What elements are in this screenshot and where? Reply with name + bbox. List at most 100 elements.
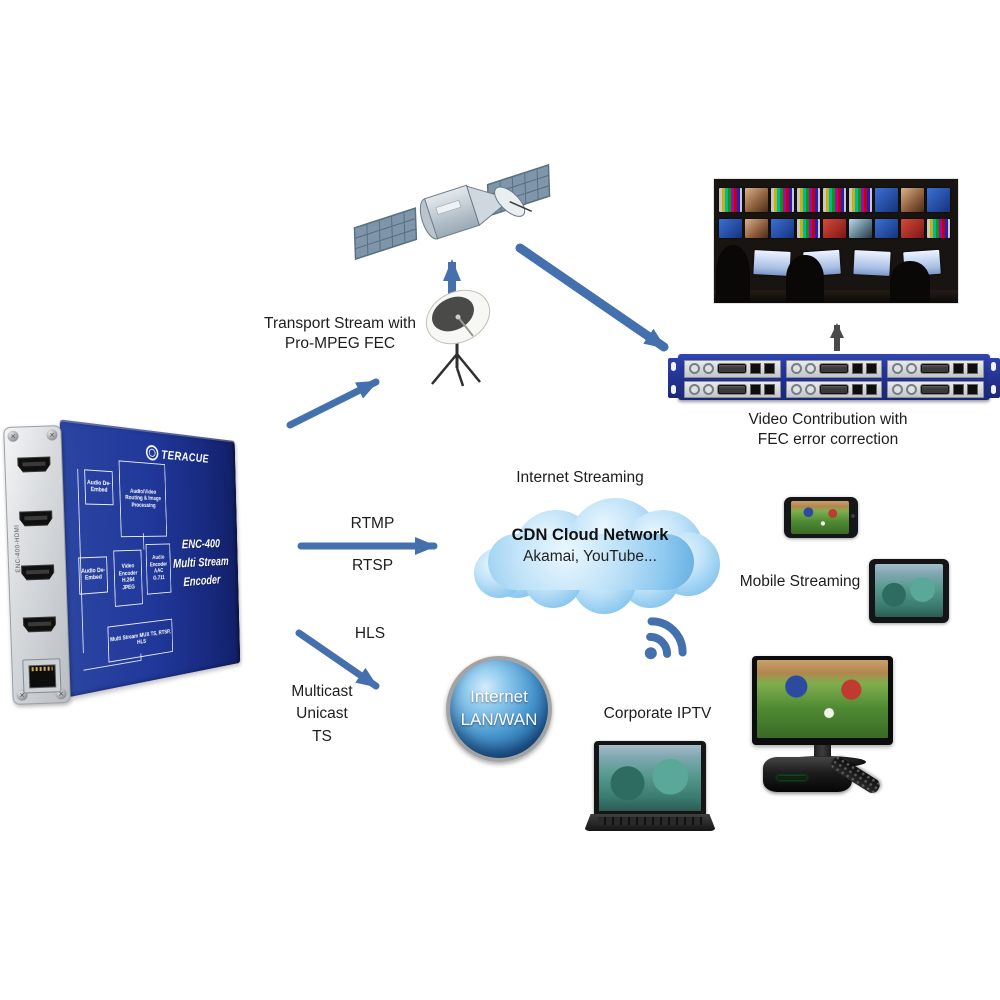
rtsp-label: RTSP — [330, 556, 415, 576]
rj45-port-icon — [866, 363, 877, 374]
rack-card — [786, 381, 883, 399]
dsub-connector-icon — [920, 384, 950, 395]
person-silhouette — [716, 245, 750, 303]
laptop-keyboard — [598, 817, 702, 825]
block-mux: Multi Stream MUX TS, RTSP, HLS — [107, 619, 173, 663]
wall-monitor — [875, 188, 898, 212]
panel-model-label: ENC-400-HDMI — [15, 525, 23, 573]
dsub-connector-icon — [717, 363, 747, 374]
globe-line2: LAN/WAN — [461, 709, 538, 732]
bnc-connector-icon — [703, 384, 714, 395]
control-room-photo — [713, 178, 959, 304]
wall-monitor — [719, 188, 742, 212]
bnc-connector-icon — [805, 384, 816, 395]
encoder-top-face: TERACUE Audio De-Embed Audio/Video Routi… — [60, 419, 241, 697]
multicast-line: Multicast — [291, 683, 352, 700]
encoder-model-text: ENC-400 Multi Stream Encoder — [167, 536, 234, 594]
laptop — [584, 741, 716, 835]
smartphone-home-button — [851, 514, 855, 518]
rj45-port-icon — [750, 384, 761, 395]
rack-hole — [671, 362, 676, 371]
rack-card — [887, 381, 984, 399]
ts-line: TS — [312, 728, 332, 745]
wall-monitor — [745, 188, 768, 212]
bnc-connector-icon — [906, 363, 917, 374]
bnc-connector-icon — [892, 363, 903, 374]
rack-card — [786, 360, 883, 378]
rack-hole — [991, 362, 996, 371]
corporate-iptv-label: Corporate IPTV — [595, 704, 720, 724]
wall-monitor — [823, 219, 846, 238]
rack-hole — [671, 385, 676, 394]
wall-monitor — [901, 219, 924, 238]
teracue-logo-text: TERACUE — [161, 447, 209, 465]
cdn-cloud-title: CDN Cloud Network — [468, 526, 712, 545]
wall-monitor — [745, 219, 768, 238]
wall-monitor — [875, 219, 898, 238]
bnc-connector-icon — [906, 384, 917, 395]
wall-monitor — [901, 188, 924, 212]
internet-lan-wan-globe: Internet LAN/WAN — [446, 656, 552, 762]
contribution-line1: Video Contribution with — [748, 411, 907, 428]
ethernet-port — [22, 658, 61, 693]
internet-streaming-heading: Internet Streaming — [490, 468, 670, 488]
rj45-port-icon — [852, 363, 863, 374]
hdmi-port-2 — [19, 510, 53, 526]
wall-monitor — [849, 219, 872, 238]
rj45-port-icon — [967, 363, 978, 374]
bnc-connector-icon — [791, 363, 802, 374]
block-audio-deembed-bottom: Audio De-Embed — [78, 556, 108, 594]
ethernet-jack — [28, 664, 56, 688]
encoder-front-panel: ✕ ✕ ✕ ✕ ENC-400-HDMI — [3, 425, 71, 705]
wall-monitor — [927, 188, 950, 212]
hls-label: HLS — [340, 624, 400, 644]
enc-400-encoder-device: TERACUE Audio De-Embed Audio/Video Routi… — [8, 416, 268, 716]
block-video-encoder: Video Encoder H.264 JPEG — [113, 550, 143, 607]
cdn-cloud-subtitle: Akamai, YouTube... — [468, 548, 712, 566]
globe-line1: Internet — [470, 686, 528, 709]
dsub-connector-icon — [920, 363, 950, 374]
tv-bezel — [752, 656, 893, 745]
laptop-bezel — [594, 741, 706, 815]
hdmi-port-3 — [21, 564, 55, 580]
rj45-port-icon — [953, 384, 964, 395]
block-audio-deembed-top: Audio De-Embed — [84, 469, 113, 505]
wall-monitor — [797, 188, 820, 212]
rack-card — [887, 360, 984, 378]
rack-cards — [684, 360, 984, 398]
dsub-connector-icon — [819, 384, 849, 395]
rack-card — [684, 360, 781, 378]
wall-monitor — [771, 188, 794, 212]
rack-card — [684, 381, 781, 399]
dsub-connector-icon — [717, 384, 747, 395]
multicast-label: Multicast Unicast TS — [268, 681, 376, 748]
rack-ear-right — [988, 358, 1000, 398]
wifi-icon — [631, 615, 689, 673]
wall-monitor — [719, 219, 742, 238]
bnc-connector-icon — [892, 384, 903, 395]
desk-monitor — [753, 250, 790, 276]
cdn-cloud: CDN Cloud Network Akamai, YouTube... — [468, 490, 712, 608]
contribution-line2: FEC error correction — [758, 431, 898, 448]
transport-stream-line1: Transport Stream with — [264, 315, 416, 332]
tablet — [869, 559, 949, 623]
transport-stream-line2: Pro-MPEG FEC — [285, 335, 395, 352]
bnc-connector-icon — [791, 384, 802, 395]
rj45-port-icon — [764, 384, 775, 395]
wall-monitor — [771, 219, 794, 238]
hdmi-port-1 — [17, 456, 51, 472]
rj45-port-icon — [953, 363, 964, 374]
rj45-port-icon — [967, 384, 978, 395]
rack-hole — [991, 385, 996, 394]
unicast-line: Unicast — [296, 705, 348, 722]
bnc-connector-icon — [703, 363, 714, 374]
rj45-port-icon — [764, 363, 775, 374]
bnc-connector-icon — [689, 363, 700, 374]
screw-icon: ✕ — [46, 429, 57, 440]
hdmi-port-4 — [23, 616, 57, 632]
tv-monitor — [752, 656, 893, 768]
fec-rack-device — [668, 352, 1000, 404]
person-silhouette — [890, 261, 930, 303]
tv-screen — [757, 660, 888, 738]
